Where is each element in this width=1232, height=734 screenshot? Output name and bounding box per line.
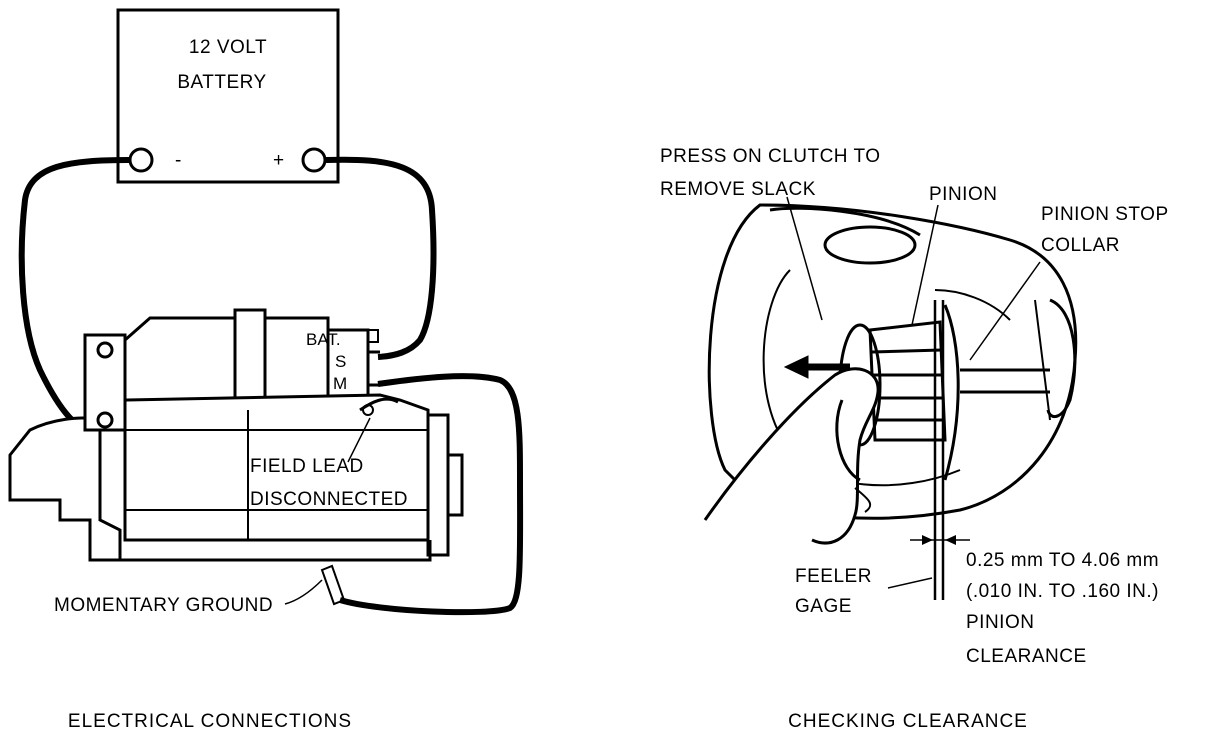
checking-clearance-figure <box>703 196 1078 600</box>
engine-block <box>8 416 122 562</box>
stop-collar-label-line2: COLLAR <box>1041 235 1120 256</box>
clearance-label-line3: PINION <box>966 612 1034 633</box>
ground-clamp <box>320 564 346 606</box>
terminal-m-label: M <box>333 374 347 393</box>
electrical-connections-figure <box>8 8 524 616</box>
feeler-gage-label-line1: FEELER <box>795 566 872 587</box>
stop-collar-label-line1: PINION STOP <box>1041 204 1169 225</box>
motor-lower-housing <box>118 540 432 562</box>
pinion-label: PINION <box>929 184 997 205</box>
stop-collar-leader <box>969 261 1041 361</box>
feeler-gage-label-line2: GAGE <box>795 596 852 617</box>
ground-leader <box>284 579 323 605</box>
battery-box <box>116 8 340 184</box>
drive-housing <box>83 333 127 432</box>
press-clutch-label-line2: REMOVE SLACK <box>660 179 816 200</box>
clearance-label-line4: CLEARANCE <box>966 646 1087 667</box>
clearance-label-line2: (.010 IN. TO .160 IN.) <box>966 581 1159 602</box>
clearance-label-line1: 0.25 mm TO 4.06 mm <box>966 550 1159 571</box>
hand <box>703 367 880 545</box>
feeler-leader <box>887 577 933 589</box>
end-frame <box>426 413 450 557</box>
pinion-leader <box>911 204 939 326</box>
motor-frame <box>123 393 430 542</box>
pinion-stop-collar <box>943 304 960 481</box>
bat-stud <box>367 329 379 343</box>
mount-bolt-bottom <box>96 411 114 429</box>
negative-sign: - <box>175 150 182 171</box>
solenoid <box>123 308 330 402</box>
positive-sign: + <box>273 150 285 171</box>
end-bushing <box>446 453 464 517</box>
jumper-cable <box>339 373 524 616</box>
positive-cable <box>325 156 437 360</box>
terminal-block <box>326 328 370 400</box>
negative-cable <box>18 157 131 423</box>
housing-opening <box>823 225 917 265</box>
positive-terminal <box>301 147 327 173</box>
terminal-bat-label: BAT. <box>306 330 341 349</box>
caption-electrical-connections: ELECTRICAL CONNECTIONS <box>68 711 352 732</box>
battery-label-line2: BATTERY <box>177 72 266 93</box>
field-lead-leader <box>347 417 371 463</box>
momentary-ground-label: MOMENTARY GROUND <box>54 595 273 616</box>
mount-bolt-top <box>96 341 114 359</box>
press-leader <box>786 196 823 321</box>
field-lead-label-line2: DISCONNECTED <box>250 489 408 510</box>
caption-checking-clearance: CHECKING CLEARANCE <box>788 711 1028 732</box>
battery-label-line1: 12 VOLT <box>189 37 267 58</box>
housing-end-lobe <box>1046 298 1077 418</box>
press-clutch-label-line1: PRESS ON CLUTCH TO <box>660 146 881 167</box>
field-lead-label-line1: FIELD LEAD <box>250 456 364 477</box>
drive-housing-outline <box>707 203 1078 520</box>
terminal-s-label: S <box>335 352 346 371</box>
push-arrow <box>783 355 809 379</box>
